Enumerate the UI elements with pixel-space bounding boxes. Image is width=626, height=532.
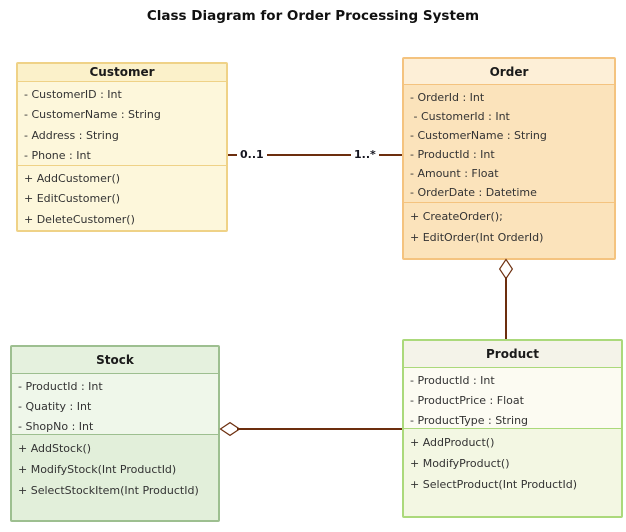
method: + ModifyProduct() xyxy=(410,457,510,470)
attribute: - CustomerId : Int xyxy=(410,110,510,123)
method: + EditCustomer() xyxy=(24,192,121,205)
attribute: - CustomerName : String xyxy=(410,129,547,142)
aggregation-order-product-line[interactable] xyxy=(505,277,507,339)
class-order[interactable]: Order - OrderId : Int - CustomerId : Int… xyxy=(402,57,616,260)
attribute: - CustomerName : String xyxy=(24,108,161,121)
method: + AddCustomer() xyxy=(24,171,121,185)
class-product-name: Product xyxy=(404,341,621,367)
method: + ModifyStock(Int ProductId) xyxy=(18,463,177,476)
class-order-attributes: - OrderId : Int - CustomerId : Int - Cus… xyxy=(404,84,614,202)
association-customer-order-line[interactable] xyxy=(228,154,402,156)
class-stock[interactable]: Stock - ProductId : Int - Quatity : Int … xyxy=(10,345,220,522)
attribute: - Quatity : Int xyxy=(18,400,92,413)
class-customer-methods: + AddCustomer() + EditCustomer() + Delet… xyxy=(18,164,226,230)
method: + EditOrder(Int OrderId) xyxy=(410,231,544,244)
multiplicity-order-end: 1..* xyxy=(351,148,379,162)
attribute: - ProductId : Int xyxy=(18,380,103,393)
class-product-attributes: - ProductId : Int - ProductPrice : Float… xyxy=(404,367,621,428)
class-customer-name: Customer xyxy=(18,64,226,81)
method: + AddProduct() xyxy=(410,436,495,449)
class-stock-methods: + AddStock() + ModifyStock(Int ProductId… xyxy=(12,434,218,520)
attribute: - Amount : Float xyxy=(410,167,499,180)
class-stock-name: Stock xyxy=(12,347,218,373)
attribute: - OrderId : Int xyxy=(410,91,485,104)
diagram-title: Class Diagram for Order Processing Syste… xyxy=(146,8,480,24)
attribute: - ProductId : Int xyxy=(410,148,495,161)
class-order-name: Order xyxy=(404,59,614,84)
attribute: - ProductType : String xyxy=(410,414,529,427)
class-product-methods: + AddProduct() + ModifyProduct() + Selec… xyxy=(404,428,621,516)
class-customer-attributes: - CustomerID : Int - CustomerName : Stri… xyxy=(18,80,226,165)
method: + SelectStockItem(Int ProductId) xyxy=(18,484,199,497)
attribute: - ProductId : Int xyxy=(410,374,495,387)
class-order-methods: + CreateOrder(); + EditOrder(Int OrderId… xyxy=(404,202,614,258)
attribute: - OrderDate : Datetime xyxy=(410,186,537,199)
method: + DeleteCustomer() xyxy=(24,212,135,226)
class-stock-attributes: - ProductId : Int - Quatity : Int - Shop… xyxy=(12,373,218,434)
method: + SelectProduct(Int ProductId) xyxy=(410,478,578,491)
attribute: - Address : String xyxy=(24,128,119,142)
attribute: - ProductPrice : Float xyxy=(410,394,524,407)
class-product[interactable]: Product - ProductId : Int - ProductPrice… xyxy=(402,339,623,518)
method: + AddStock() xyxy=(18,442,92,455)
method: + CreateOrder(); xyxy=(410,210,503,223)
attribute: - Phone : Int xyxy=(24,149,91,162)
attribute: - CustomerID : Int xyxy=(24,87,122,101)
attribute: - ShopNo : Int xyxy=(18,420,94,433)
multiplicity-customer-end: 0..1 xyxy=(237,148,267,162)
aggregation-stock-product-line[interactable] xyxy=(237,428,402,430)
class-customer[interactable]: Customer - CustomerID : Int - CustomerNa… xyxy=(16,62,228,232)
